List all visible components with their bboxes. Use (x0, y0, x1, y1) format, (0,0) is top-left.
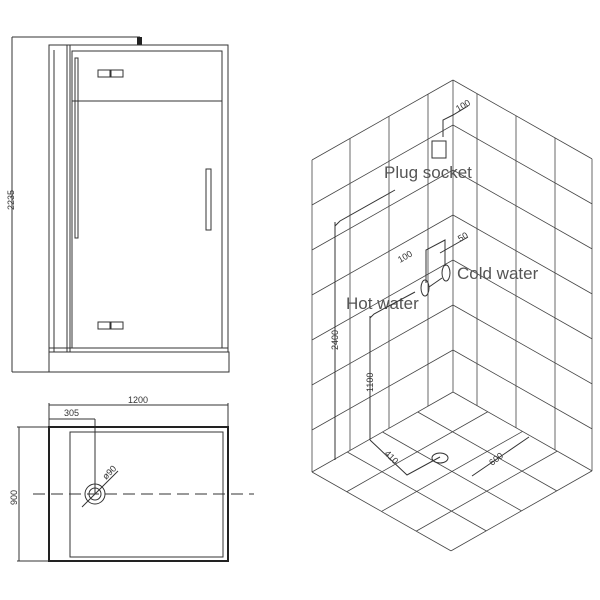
pipe-spacing-dim-label: 100 (396, 249, 414, 265)
drain-leader (81, 470, 119, 508)
height-dim-label: 2235 (6, 190, 16, 210)
floor-tile-line (347, 451, 487, 532)
right-wall-course-line (452, 169, 593, 250)
shower-tray-base (48, 351, 230, 373)
shower-head-fitting (137, 37, 142, 45)
pipe-offset-dim-label: 50 (456, 230, 470, 244)
door-panel (71, 50, 223, 349)
drain-dim-label: ø90 (100, 463, 118, 481)
floor-tile-line (450, 470, 593, 552)
hinge-top (97, 69, 124, 78)
left-wall-course-line (311, 124, 454, 206)
plug-socket-label: Plug socket (384, 163, 472, 182)
isometric-annotations: 100 Plug socket 2400 50 100 Cold water H… (330, 98, 539, 477)
hot-water-pipe-icon (420, 279, 430, 297)
left-wall-course-line (311, 214, 454, 296)
pipe-bracket (425, 239, 446, 283)
cold-water-pipe-icon (441, 264, 451, 282)
hinge-bottom (97, 321, 124, 330)
shower-column (74, 57, 79, 239)
door-handle (205, 168, 212, 231)
socket-offset-dim-line (442, 105, 469, 137)
right-wall-course-line (452, 214, 593, 295)
pipe-offset-dim-line (439, 236, 469, 254)
right-wall-course-line (452, 304, 593, 385)
drain-x-dim-label: 410 (383, 448, 401, 466)
plan-view: 1200 305 900 ø90 (9, 395, 254, 562)
enclosure-frame (48, 44, 229, 353)
cold-water-label: Cold water (457, 264, 539, 283)
width-dim-label: 1200 (128, 395, 148, 405)
pipe-height-leader (369, 291, 416, 319)
isometric-tile-grid (311, 79, 593, 552)
offset-dim-label: 305 (64, 408, 79, 418)
tray-outline (48, 426, 229, 562)
drain-outer (84, 483, 106, 505)
floor-tile-line (381, 431, 523, 512)
left-wall-course-line (311, 349, 454, 431)
front-elevation: 2235 (6, 36, 230, 373)
socket-offset-dim-label: 100 (454, 98, 472, 114)
floor-drain-icon (431, 452, 449, 464)
right-wall-course-line (452, 349, 593, 430)
pipe-height-dim-label: 1100 (365, 373, 375, 392)
socket-height-dim-label: 2400 (330, 330, 340, 350)
floor-tile-line (416, 450, 558, 532)
left-wall-course-line (311, 169, 454, 251)
right-wall-course-line (452, 79, 593, 160)
drain-x-dim-line (369, 439, 441, 476)
depth-dim-label: 900 (9, 490, 19, 505)
floor-tile-line (311, 471, 452, 552)
drain-y-dim-line (471, 436, 530, 477)
hot-water-label: Hot water (346, 294, 419, 313)
right-wall-course-line (452, 124, 593, 205)
plug-socket-icon (431, 140, 447, 159)
drain-inner (88, 487, 102, 501)
left-wall-course-line (311, 79, 454, 161)
right-wall-course-line (452, 259, 593, 340)
